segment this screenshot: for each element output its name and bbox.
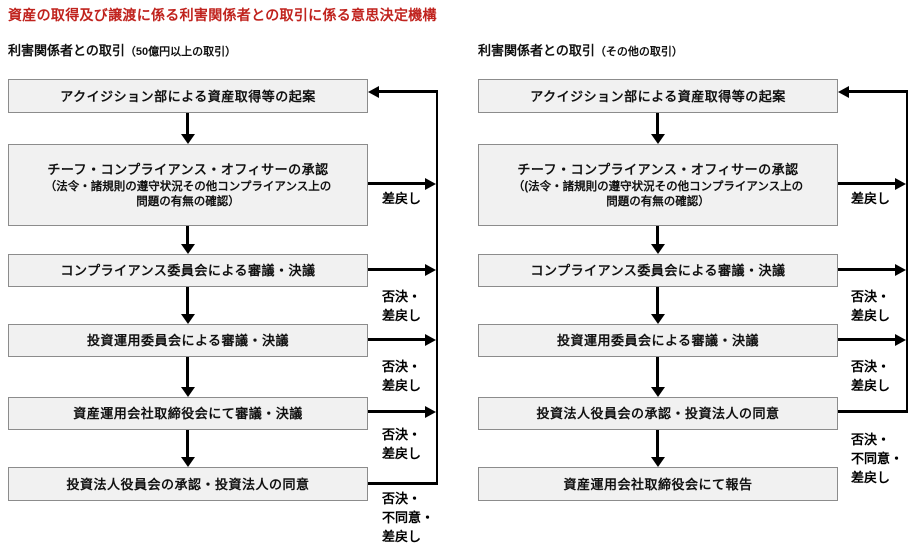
feedback-arrow-line [838, 338, 895, 341]
arrow-down-line [186, 226, 189, 244]
flow-box-reit-board-approval: 投資法人役員会の承認・投資法人の同意 [8, 467, 368, 501]
flow-box-board-report: 資産運用会社取締役会にて報告 [478, 467, 838, 501]
left-chart-subtitle-main: 利害関係者との取引 [8, 43, 125, 58]
arrow-down-line [186, 357, 189, 387]
arrow-down-icon [181, 244, 195, 254]
arrow-down-line [186, 430, 189, 457]
flow-box-compliance-committee: コンプライアンス委員会による審議・決議 [8, 254, 368, 287]
page-title: 資産の取得及び譲渡に係る利害関係者との取引に係る意思決定機構 [8, 7, 437, 23]
flow-box-label: コンプライアンス委員会による審議・決議 [530, 263, 786, 278]
arrow-down-icon [181, 134, 195, 144]
feedback-label: 差戻し [851, 191, 891, 206]
arrow-down-line [656, 430, 659, 457]
feedback-label: 否決・ 差戻し [851, 289, 891, 323]
flow-box-investment-committee: 投資運用委員会による審議・決議 [8, 324, 368, 357]
flow-box-cco-approval: チーフ・コンプライアンス・オフィサーの承認 （(法令・諸規則の遵守状況その他コン… [478, 144, 838, 226]
feedback-label: 否決・ 差戻し [851, 359, 891, 393]
feedback-return-line [436, 90, 438, 485]
feedback-label: 否決・ 差戻し [382, 289, 422, 323]
flow-box-label: チーフ・コンプライアンス・オフィサーの承認 [517, 161, 799, 177]
flow-box-label: 投資法人役員会の承認・投資法人の同意 [536, 406, 780, 421]
flow-box-compliance-committee: コンプライアンス委員会による審議・決議 [478, 254, 838, 287]
flow-box-label: 資産運用会社取締役会にて報告 [563, 476, 753, 492]
feedback-elbow-line [368, 482, 438, 485]
arrow-down-icon [181, 457, 195, 467]
arrow-down-icon [651, 387, 665, 397]
return-arrow-icon [838, 86, 849, 98]
right-chart-subtitle-note: （その他の取引） [594, 46, 683, 58]
feedback-arrow-line [368, 338, 425, 341]
feedback-arrow-icon [425, 264, 436, 276]
feedback-arrow-icon [425, 406, 436, 418]
feedback-arrow-line [368, 268, 425, 271]
left-chart-subtitle: 利害関係者との取引（50億円以上の取引） [8, 40, 236, 59]
feedback-arrow-icon [895, 178, 906, 190]
flow-box-board-deliberation: 資産運用会社取締役会にて審議・決議 [8, 397, 368, 430]
arrow-down-icon [651, 244, 665, 254]
feedback-arrow-icon [895, 264, 906, 276]
flow-box-reit-board-approval: 投資法人役員会の承認・投資法人の同意 [478, 397, 838, 430]
flow-box-investment-committee: 投資運用委員会による審議・決議 [478, 324, 838, 357]
flow-box-label: 投資運用委員会による審議・決議 [556, 333, 760, 348]
flow-box-label: コンプライアンス委員会による審議・決議 [60, 263, 316, 278]
feedback-arrow-icon [895, 334, 906, 346]
flow-box-cco-approval: チーフ・コンプライアンス・オフィサーの承認 （法令・諸規則の遵守状況その他コンプ… [8, 144, 368, 226]
feedback-return-line [906, 90, 908, 413]
flow-box-label: アクイジション部による資産取得等の起案 [60, 88, 316, 104]
feedback-arrow-line [368, 410, 425, 413]
feedback-arrow-icon [425, 178, 436, 190]
return-arrow-line [379, 90, 436, 93]
arrow-down-icon [651, 134, 665, 144]
feedback-arrow-icon [425, 334, 436, 346]
arrow-down-line [656, 113, 659, 134]
flow-box-acquisition-proposal: アクイジション部による資産取得等の起案 [8, 79, 368, 113]
flow-box-acquisition-proposal: アクイジション部による資産取得等の起案 [478, 79, 838, 113]
flow-box-label: 投資運用委員会による審議・決議 [86, 333, 290, 348]
feedback-arrow-line [838, 268, 895, 271]
arrow-down-line [186, 287, 189, 314]
flow-box-label: 資産運用会社取締役会にて審議・決議 [73, 406, 303, 421]
arrow-down-line [186, 113, 189, 134]
arrow-down-icon [651, 457, 665, 467]
right-chart-subtitle: 利害関係者との取引（その他の取引） [478, 40, 683, 59]
feedback-label: 否決・ 差戻し [382, 359, 422, 393]
right-chart-subtitle-main: 利害関係者との取引 [478, 43, 595, 58]
flow-box-label: チーフ・コンプライアンス・オフィサーの承認 [47, 161, 329, 177]
flow-box-sublabel: （法令・諸規則の遵守状況その他コンプライアンス上の 問題の有無の確認） [44, 180, 332, 208]
feedback-label: 差戻し [382, 191, 422, 206]
return-arrow-line [849, 90, 906, 93]
feedback-elbow-line [838, 410, 908, 413]
arrow-down-line [656, 357, 659, 387]
return-arrow-icon [368, 86, 379, 98]
arrow-down-line [656, 226, 659, 244]
arrow-down-icon [651, 314, 665, 324]
arrow-down-line [656, 287, 659, 314]
feedback-label: 否決・ 差戻し [382, 427, 422, 461]
feedback-label: 否決・ 不同意・ 差戻し [382, 491, 435, 544]
arrow-down-icon [181, 314, 195, 324]
feedback-label: 否決・ 不同意・ 差戻し [851, 432, 904, 485]
left-chart-subtitle-note: （50億円以上の取引） [124, 46, 237, 58]
feedback-arrow-line [368, 182, 425, 185]
flow-box-label: アクイジション部による資産取得等の起案 [530, 88, 786, 104]
flow-box-sublabel: （(法令・諸規則の遵守状況その他コンプライアンス上の 問題の有無の確認） [512, 180, 804, 208]
arrow-down-icon [181, 387, 195, 397]
flow-box-label: 投資法人役員会の承認・投資法人の同意 [66, 476, 310, 492]
feedback-arrow-line [838, 182, 895, 185]
